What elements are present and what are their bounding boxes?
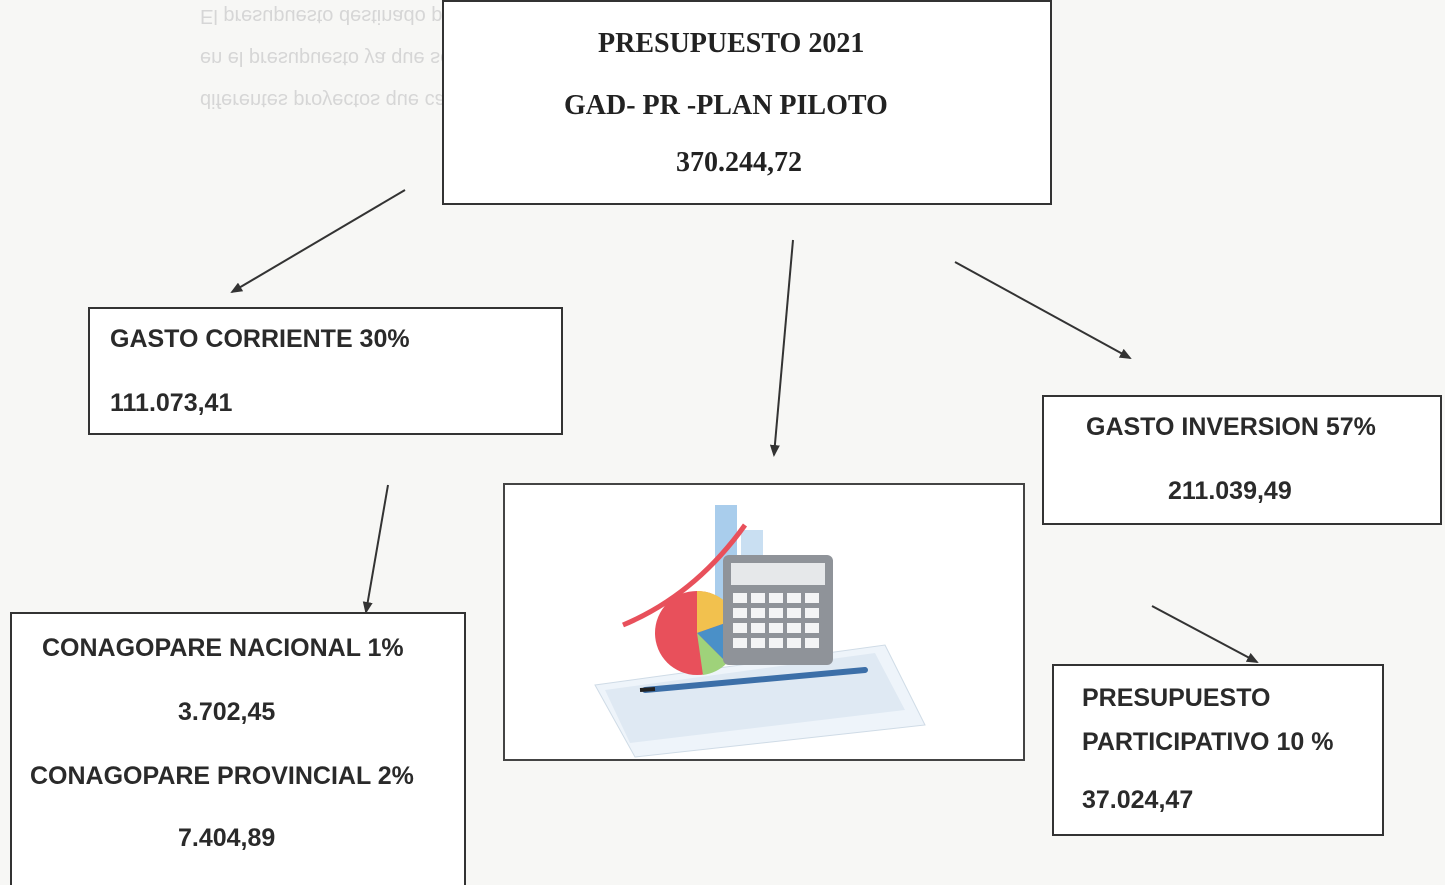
gasto-inversion-amount: 211.039,49 (1168, 477, 1292, 505)
gasto-corriente-amount: 111.073,41 (110, 389, 233, 417)
presupuesto-title: PRESUPUESTO 2021 (598, 28, 865, 59)
finance-illustration (503, 483, 1025, 761)
gasto-inversion-box: GASTO INVERSION 57% 211.039,49 (1042, 395, 1442, 525)
gasto-corriente-box: GASTO CORRIENTE 30% 111.073,41 (88, 307, 563, 435)
conagopare-provincial-amount: 7.404,89 (178, 824, 276, 852)
arrow-to-gasto-corriente (230, 189, 406, 294)
gasto-corriente-label: GASTO CORRIENTE 30% (110, 325, 410, 353)
participativo-label-line2: PARTICIPATIVO 10 % (1082, 728, 1334, 756)
participativo-amount: 37.024,47 (1082, 786, 1194, 814)
arrow-to-gasto-inversion (954, 261, 1132, 359)
presupuesto-amount: 370.244,72 (676, 147, 802, 178)
presupuesto-subtitle: GAD- PR -PLAN PILOTO (564, 90, 888, 121)
conagopare-provincial-label: CONAGOPARE PROVINCIAL 2% (30, 762, 414, 790)
gasto-inversion-label: GASTO INVERSION 57% (1086, 413, 1376, 441)
presupuesto-participativo-box: PRESUPUESTO PARTICIPATIVO 10 % 37.024,47 (1052, 664, 1384, 836)
presupuesto-box: PRESUPUESTO 2021 GAD- PR -PLAN PILOTO 37… (442, 0, 1052, 205)
arrow-to-participativo (1151, 605, 1259, 663)
arrow-to-conagopare (362, 484, 389, 614)
arrow-to-image (769, 239, 794, 457)
conagopare-box: CONAGOPARE NACIONAL 1% 3.702,45 CONAGOPA… (10, 612, 466, 885)
conagopare-nacional-label: CONAGOPARE NACIONAL 1% (42, 634, 404, 662)
conagopare-nacional-amount: 3.702,45 (178, 698, 276, 726)
participativo-label-line1: PRESUPUESTO (1082, 684, 1271, 712)
calculator-chart-icon (594, 505, 926, 758)
